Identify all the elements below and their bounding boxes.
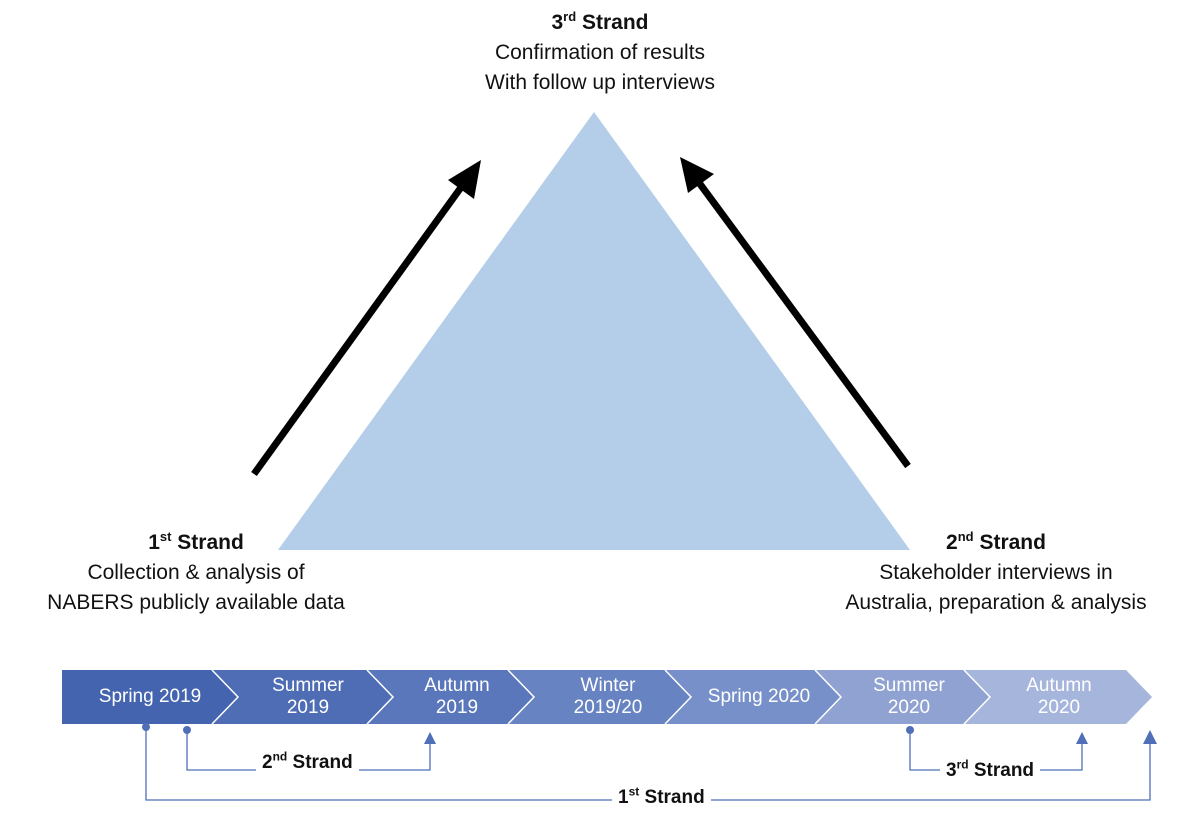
timeline-strand3-label: 3rd Strand	[940, 757, 1041, 782]
timeline-strand3-suffix: rd	[956, 757, 969, 772]
strand1-line2: NABERS publicly available data	[47, 591, 345, 614]
season-4-line1: Winter	[580, 675, 636, 696]
strand3-label: 3rd Strand Confirmation of results With …	[380, 8, 820, 98]
timeline-segment-1	[62, 670, 238, 724]
season-2-line2: 2019	[286, 697, 330, 718]
triangle-shape	[278, 112, 910, 550]
arrow-strand1-to-strand3	[251, 160, 481, 477]
strand3-line1: Confirmation of results	[494, 41, 706, 64]
timeline-segment-6	[815, 670, 990, 724]
timeline-strand3-word: Strand	[973, 760, 1035, 781]
season-7-line1: Autumn	[1026, 675, 1092, 696]
timeline-segment-4	[508, 670, 691, 724]
dot-strand1-start	[142, 723, 150, 731]
strand2-word: Strand	[979, 531, 1046, 554]
dot-strand3-start	[906, 726, 914, 734]
arrow-strand2-to-strand3	[680, 157, 911, 469]
strand1-suffix: st	[159, 529, 172, 544]
arrow-strand3-end	[1076, 732, 1088, 744]
timeline-strand3-ordinal: 3	[946, 760, 957, 781]
strand2-line2: Australia, preparation & analysis	[845, 591, 1147, 614]
timeline-segment-7	[964, 670, 1152, 724]
timeline-strand2-suffix: nd	[272, 749, 288, 764]
season-label-5: Spring 2020	[686, 670, 832, 724]
strand1-heading: 1st Strand	[0, 528, 392, 558]
timeline-strand1-label: 1st Strand	[612, 784, 711, 809]
timeline-strand2-label: 2nd Strand	[256, 749, 359, 774]
season-2-line1: Summer	[272, 675, 344, 696]
timeline-segment-2	[212, 670, 393, 724]
season-3-line2: 2019	[435, 697, 479, 718]
strand3-ordinal: 3	[551, 11, 564, 34]
timeline-strand2-word: Strand	[292, 752, 353, 773]
strand3-heading: 3rd Strand	[380, 8, 820, 38]
strand1-label: 1st Strand Collection & analysis of NABE…	[0, 528, 392, 618]
strand2-suffix: nd	[957, 529, 974, 544]
strand1-ordinal: 1	[148, 531, 160, 554]
dot-strand2-start	[183, 726, 191, 734]
strand3-line2: With follow up interviews	[485, 71, 715, 94]
strand3-word: Strand	[582, 11, 649, 34]
strand2-line1: Stakeholder interviews in	[879, 561, 1113, 584]
strand2-ordinal: 2	[946, 531, 958, 554]
strand3-suffix: rd	[563, 9, 577, 24]
arrow-strand2-end	[424, 732, 436, 744]
season-5-line1: Spring 2020	[707, 686, 811, 707]
timeline-band	[62, 669, 1152, 725]
strand2-heading: 2nd Strand	[800, 528, 1192, 558]
season-6-line2: 2020	[887, 697, 931, 718]
arrow-strand1-end	[1143, 730, 1157, 744]
timeline-strand1-suffix: st	[628, 784, 640, 799]
timeline-segment-3	[367, 670, 534, 724]
season-4-line2: 2019/20	[573, 697, 643, 718]
timeline-strand1-ordinal: 1	[618, 787, 629, 808]
timeline-strand2-ordinal: 2	[262, 752, 273, 773]
strand2-label: 2nd Strand Stakeholder interviews in Aus…	[800, 528, 1192, 618]
strand1-line1: Collection & analysis of	[87, 561, 305, 584]
season-6-line1: Summer	[873, 675, 945, 696]
season-7-line2: 2020	[1037, 697, 1081, 718]
season-1-line1: Spring 2019	[98, 686, 202, 707]
timeline-strand1-word: Strand	[644, 787, 705, 808]
timeline-segment-5	[665, 670, 841, 724]
season-3-line1: Autumn	[424, 675, 490, 696]
season-label-1: Spring 2019	[62, 670, 238, 724]
strand1-word: Strand	[177, 531, 244, 554]
